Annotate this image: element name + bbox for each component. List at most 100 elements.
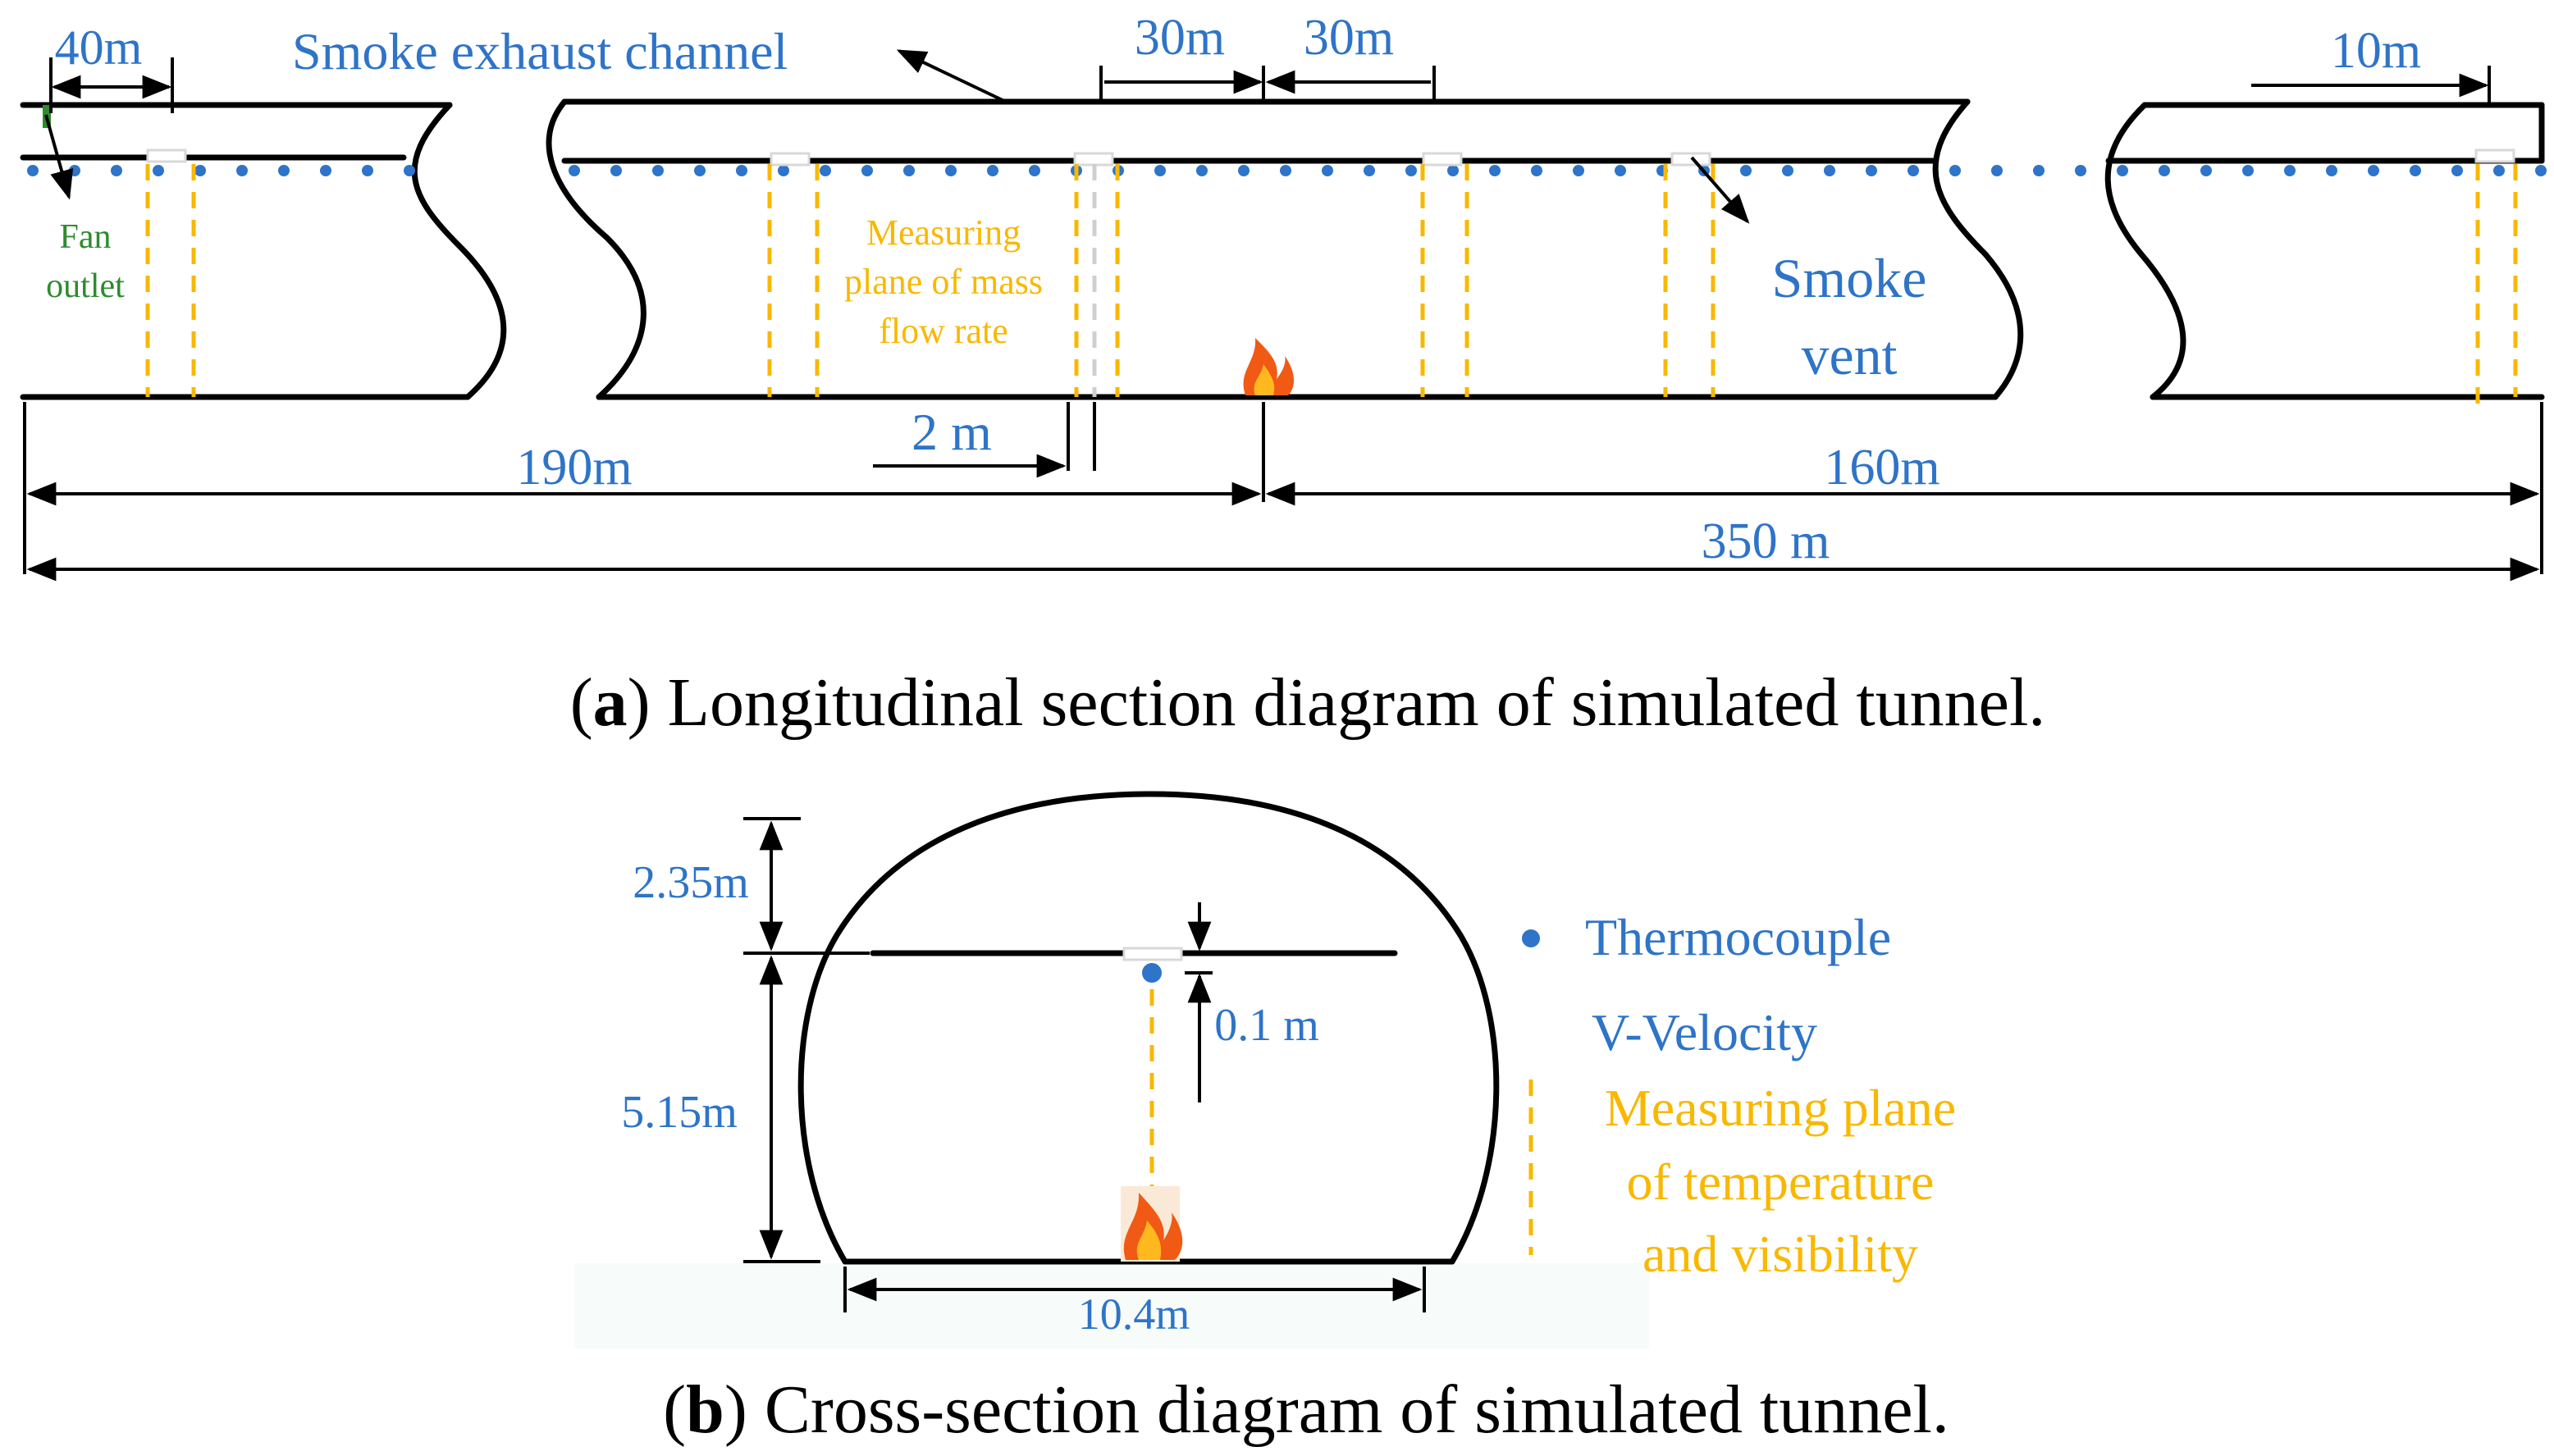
- tunnel-segment-left: [20, 102, 507, 400]
- smoke-vents: [146, 148, 2515, 167]
- caption-a: (a) Longitudinal section diagram of simu…: [570, 664, 2046, 741]
- thermocouple-dot: [778, 165, 789, 176]
- caption-a-letter: a: [593, 664, 628, 741]
- thermocouple-dot: [194, 165, 206, 176]
- thermocouple-dot: [987, 165, 998, 176]
- thermocouple-dot: [236, 165, 248, 176]
- fan-label-2: outlet: [46, 267, 125, 305]
- longitudinal-section: Fan outlet 40m Smoke exhaust channel: [20, 10, 2547, 741]
- legend: Thermocouple V-Velocity Measuring plane …: [1522, 908, 1956, 1283]
- dim-5.15m: 5.15m: [621, 955, 820, 1263]
- thermocouple-dot: [1949, 165, 1961, 176]
- thermocouple-dot: [1573, 165, 1584, 176]
- thermocouple-dot: [1154, 165, 1166, 176]
- thermocouple-dot: [820, 165, 831, 176]
- thermocouple-dot: [2075, 165, 2086, 176]
- label-30m-right: 30m: [1304, 10, 1394, 66]
- thermocouple-dot: [694, 165, 706, 176]
- dim-10.4m: 10.4m: [843, 1267, 1426, 1339]
- thermocouple-dot: [278, 165, 290, 176]
- caption-b: (b) Cross-section diagram of simulated t…: [663, 1372, 1949, 1448]
- thermocouple-dot: [111, 165, 122, 176]
- thermocouple-dot: [362, 165, 373, 176]
- thermocouple-dot: [1991, 165, 2003, 176]
- label-smoke: Smoke: [1772, 247, 1927, 309]
- dim-40m: 40m: [49, 21, 174, 113]
- label-40m: 40m: [55, 21, 143, 75]
- thermocouple-dot: [2242, 165, 2254, 176]
- thermocouple-dot: [652, 165, 664, 176]
- dim-2.35m: 2.35m: [633, 817, 870, 955]
- thermocouple-dot: [1029, 165, 1040, 176]
- thermocouple-dot: [903, 165, 915, 176]
- caption-a-text: Longitudinal section diagram of simulate…: [651, 664, 2046, 741]
- label-2m: 2 m: [911, 403, 992, 461]
- dim-30m-pair: 30m 30m: [1099, 10, 1436, 102]
- thermocouple-dot: [610, 165, 622, 176]
- fire-icon-cross: [1121, 1186, 1183, 1262]
- mass-plane-label-3: flow rate: [879, 311, 1008, 351]
- cross-section: 2.35m 5.15m 0.1 m 10.4m Thermocouple V-V…: [574, 791, 1956, 1448]
- thermocouple-dot: [1364, 165, 1375, 176]
- label-5.15m: 5.15m: [621, 1087, 738, 1138]
- thermocouple-dot: [27, 165, 39, 176]
- thermocouple-dot: [2451, 165, 2463, 176]
- dim-bottom: 190m 160m 350 m: [23, 402, 2543, 582]
- legend-plane-2: of temperature: [1627, 1152, 1935, 1211]
- fan-label-1: Fan: [60, 218, 112, 256]
- thermocouple-dot: [2368, 165, 2379, 176]
- thermocouple-dot: [1908, 165, 1919, 176]
- thermocouple-dot: [2159, 165, 2170, 176]
- legend-velocity: V-Velocity: [1592, 1003, 1817, 1061]
- thermocouple-dot: [404, 165, 415, 176]
- caption-b-text: Cross-section diagram of simulated tunne…: [747, 1372, 1949, 1448]
- fire-icon: [1243, 338, 1295, 395]
- label-10.4m: 10.4m: [1078, 1289, 1190, 1339]
- tunnel-outline: [797, 791, 1500, 1265]
- dim-2m: 2 m: [873, 402, 1096, 478]
- thermocouple-dot: [2117, 165, 2128, 176]
- thermocouple-dot: [153, 165, 164, 176]
- label-350m: 350 m: [1702, 513, 1830, 569]
- legend-plane-1: Measuring plane: [1605, 1079, 1956, 1137]
- mass-plane-label-2: plane of mass: [844, 262, 1043, 302]
- label-2.35m: 2.35m: [633, 857, 749, 908]
- label-vent: vent: [1801, 324, 1897, 386]
- channel-callout: Smoke exhaust channel: [292, 22, 1007, 103]
- thermocouple-dot: [1142, 963, 1162, 983]
- label-30m-left: 30m: [1135, 10, 1225, 66]
- thermocouple-dot: [1280, 165, 1291, 176]
- thermocouple-dot: [736, 165, 747, 176]
- thermocouple-dot: [1615, 165, 1626, 176]
- mass-plane-label-1: Measuring: [866, 212, 1021, 253]
- thermocouple-dot: [2284, 165, 2296, 176]
- measuring-planes: [145, 164, 2518, 414]
- thermocouple-dot: [861, 165, 873, 176]
- legend-thermocouple-icon: [1522, 929, 1540, 947]
- thermocouple-dot: [1405, 165, 1417, 176]
- label-190m: 190m: [516, 440, 632, 495]
- thermocouple-dot: [2200, 165, 2212, 176]
- thermocouple-dot: [1447, 165, 1459, 176]
- thermocouple-dot: [1740, 165, 1752, 176]
- thermocouple-dot: [1238, 165, 1250, 176]
- caption-b-letter: b: [686, 1372, 724, 1448]
- label-0.1m: 0.1 m: [1214, 1000, 1319, 1051]
- thermocouple-dot: [1824, 165, 1835, 176]
- thermocouple-dot: [320, 165, 331, 176]
- thermocouple-dot: [1489, 165, 1501, 176]
- thermocouple-dot: [1782, 165, 1793, 176]
- thermocouple-dot: [2410, 165, 2421, 176]
- thermocouple-dot: [2535, 165, 2547, 176]
- thermocouple-dot: [1866, 165, 1877, 176]
- thermocouple-dot: [2493, 165, 2505, 176]
- dim-0.1m: 0.1 m: [1185, 902, 1319, 1102]
- vent-cap: [1122, 947, 1183, 961]
- thermocouple-dot: [1531, 165, 1542, 176]
- fan-outlet-marker: Fan outlet: [43, 105, 125, 305]
- thermocouple-dot: [2033, 165, 2045, 176]
- thermocouple-row: [27, 165, 2547, 176]
- smoke-vent-callout: Smoke vent: [1690, 156, 1927, 386]
- legend-plane-3: and visibility: [1643, 1225, 1918, 1283]
